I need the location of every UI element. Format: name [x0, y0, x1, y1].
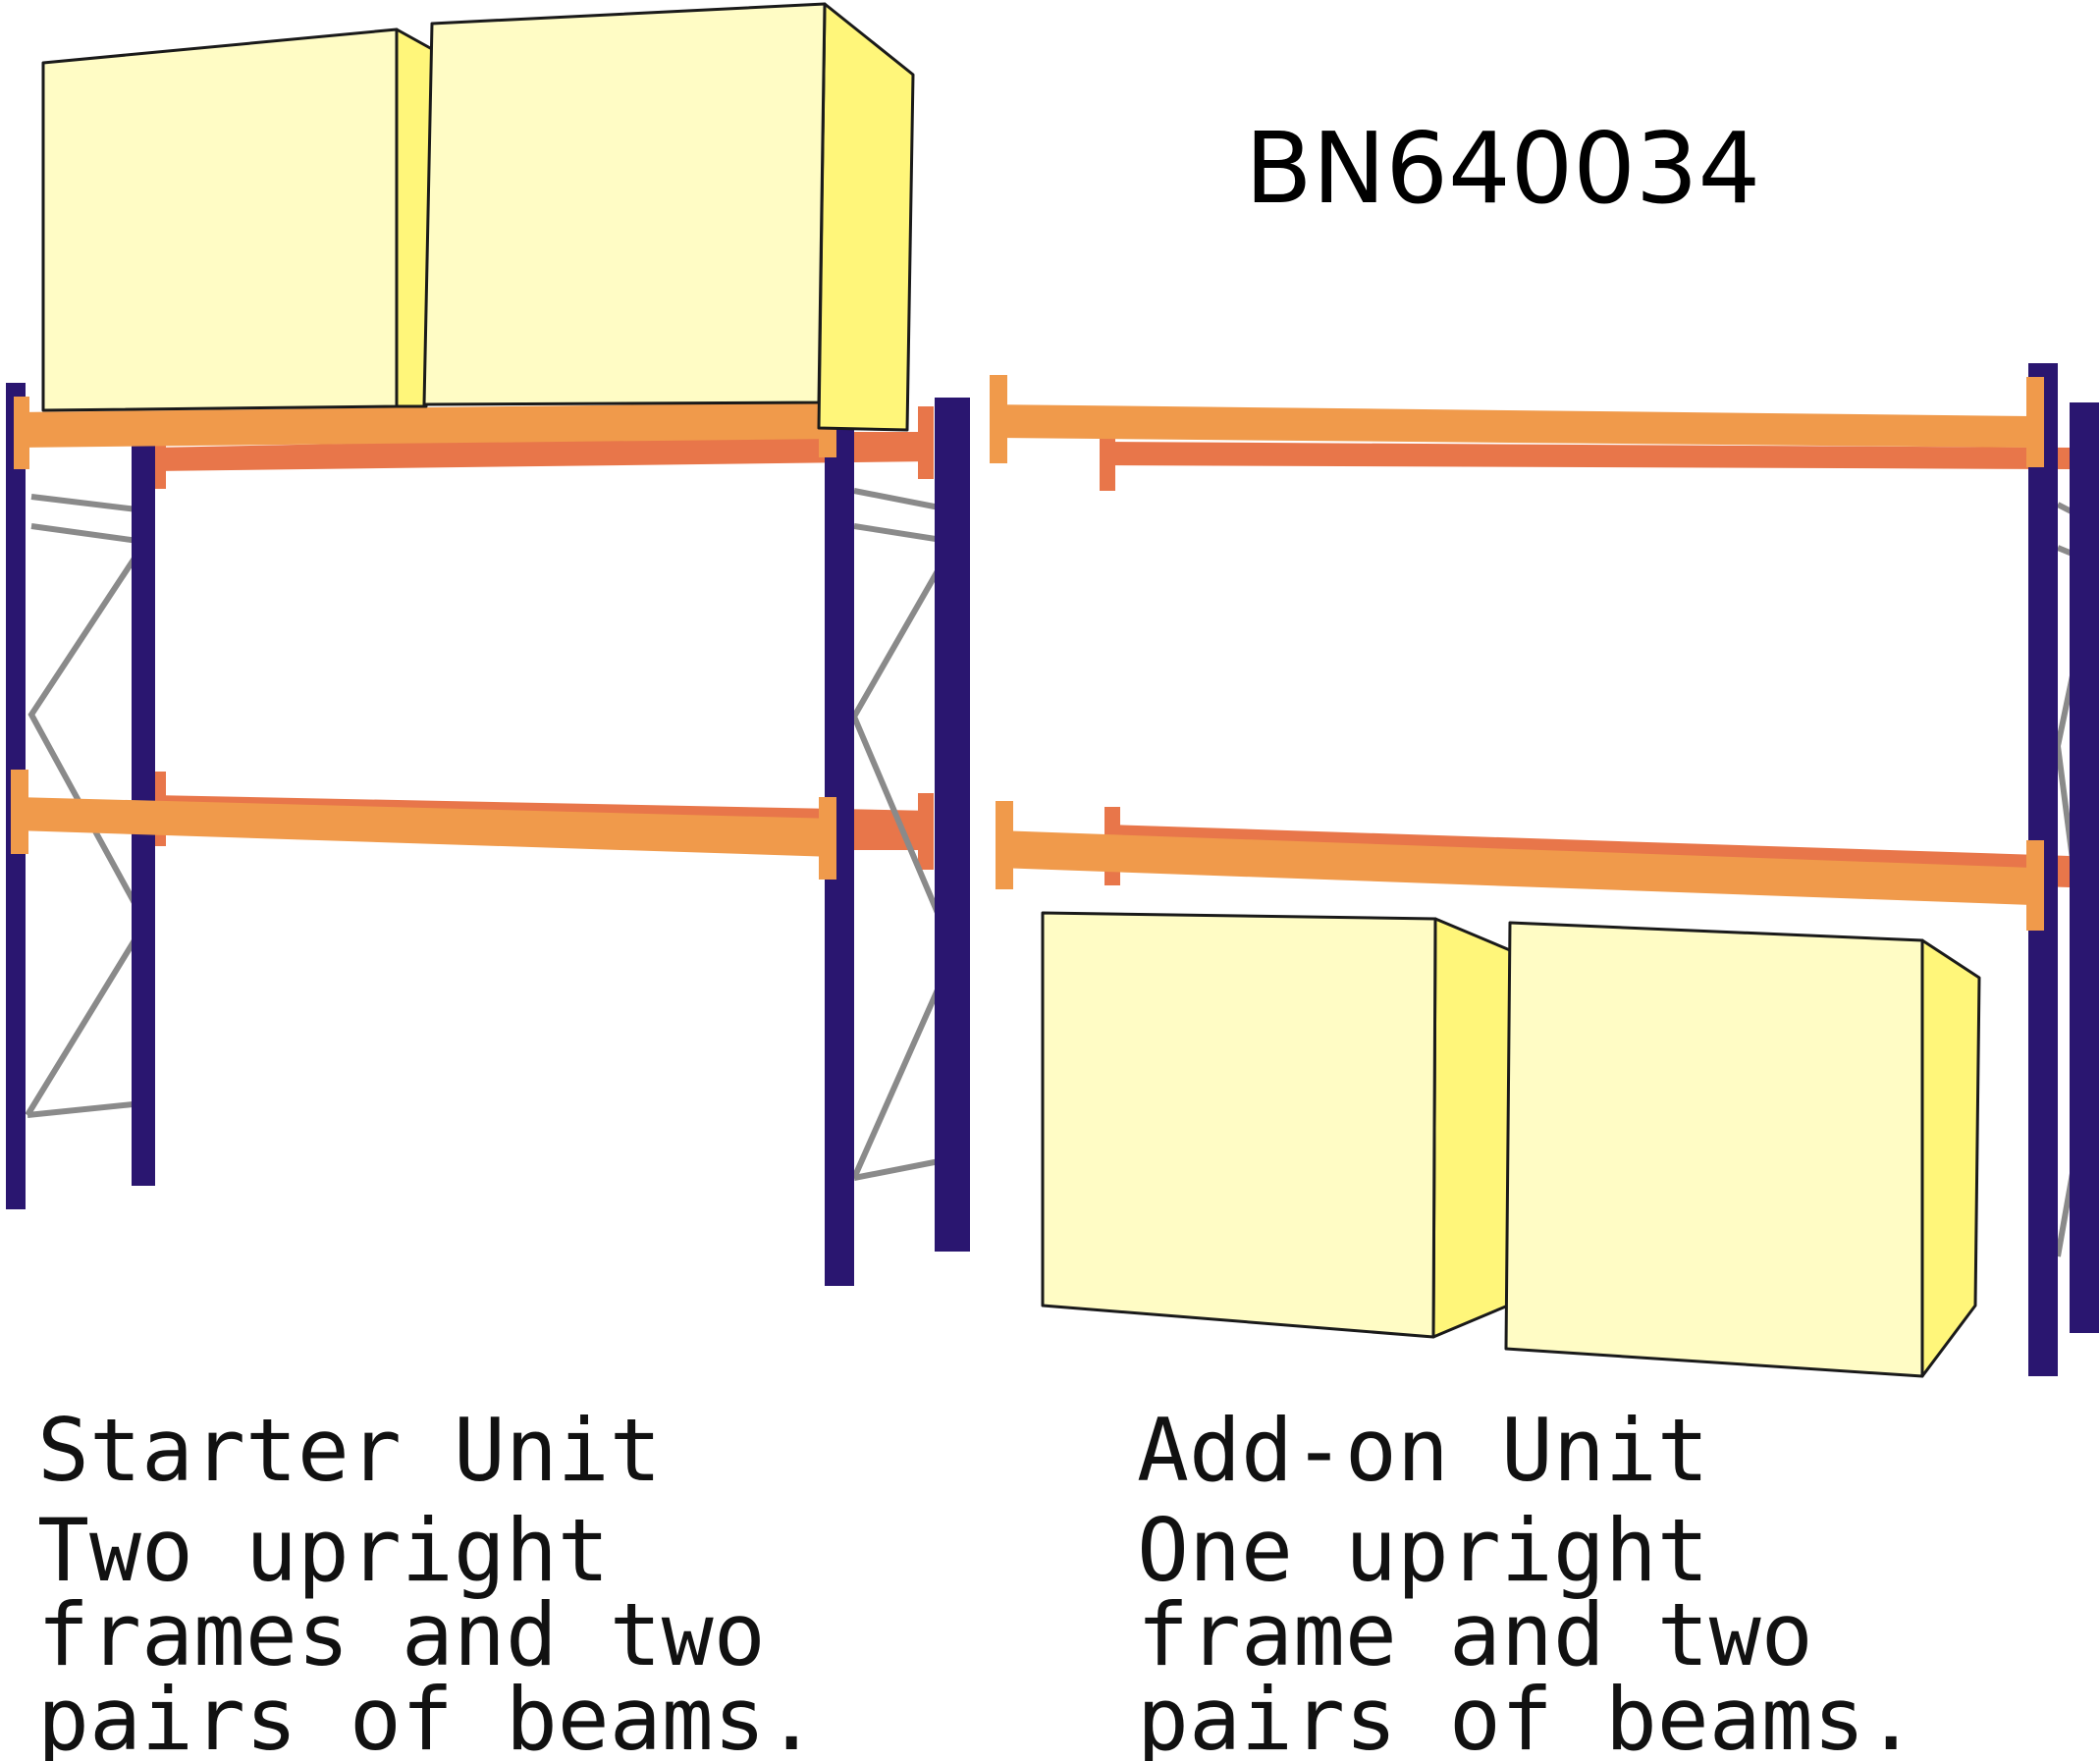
- addon-desc-line-2: frame and two: [1137, 1584, 1813, 1685]
- addon-back-beam-top: [1100, 442, 2070, 469]
- starter-unit-drawing: [6, 2, 970, 1286]
- addon-box-right-front: [1504, 921, 1924, 1378]
- starter-side-beam-stub-bottom-bracket: [918, 793, 934, 870]
- addon-unit-drawing: [990, 363, 2100, 1378]
- starter-title: Starter Unit: [37, 1400, 662, 1501]
- addon-title: Add-on Unit: [1137, 1400, 1709, 1501]
- starter-desc-line-3: pairs of beams.: [37, 1669, 818, 1761]
- addon-back-beam-top-bracket: [1100, 438, 1115, 491]
- starter-back-beam-top-bracket: [152, 444, 166, 489]
- starter-back-beam-top: [152, 432, 933, 471]
- addon-desc-line-3: pairs of beams.: [1137, 1669, 1917, 1761]
- addon-box-left-side: [1431, 917, 1512, 1339]
- starter-front-beam-top: [16, 402, 835, 448]
- addon-desc-line-1: One upright: [1137, 1500, 1709, 1601]
- addon-box-right: [1504, 921, 1981, 1378]
- addon-box-left-front: [1041, 911, 1437, 1339]
- starter-side-beam-stub-top-bracket: [918, 406, 934, 479]
- starter-box-left-front: [41, 27, 399, 412]
- starter-desc-line-1: Two upright: [37, 1500, 610, 1601]
- starter-box-right-front: [422, 2, 827, 406]
- addon-front-beam-top-bracket-left: [990, 375, 1007, 463]
- addon-front-beam-top: [992, 404, 2032, 448]
- starter-upright-rear-right: [935, 398, 970, 1252]
- addon-upright-rear: [2070, 402, 2099, 1333]
- starter-front-beam-bottom-bracket-right: [819, 797, 836, 880]
- starter-front-beam-bottom: [16, 797, 835, 857]
- starter-caption: Starter Unit Two upright frames and two …: [37, 1400, 818, 1761]
- addon-box-right-side: [1920, 938, 1981, 1378]
- starter-box-right-side: [817, 2, 915, 432]
- starter-front-beam-bottom-bracket-left: [11, 770, 28, 854]
- product-code: BN640034: [1245, 111, 1760, 226]
- addon-box-left: [1041, 911, 1512, 1339]
- addon-front-beam-bottom-bracket-left: [996, 801, 1013, 889]
- starter-box-right: [422, 2, 915, 432]
- addon-front-beam-bottom-bracket-right: [2026, 840, 2044, 931]
- addon-front-beam-top-bracket-right: [2026, 377, 2044, 467]
- starter-box-left: [41, 27, 434, 412]
- starter-front-beam-top-bracket-left: [14, 397, 29, 469]
- starter-desc-line-2: frames and two: [37, 1584, 766, 1685]
- addon-front-beam-bottom: [997, 830, 2032, 905]
- addon-caption: Add-on Unit One upright frame and two pa…: [1137, 1400, 1917, 1761]
